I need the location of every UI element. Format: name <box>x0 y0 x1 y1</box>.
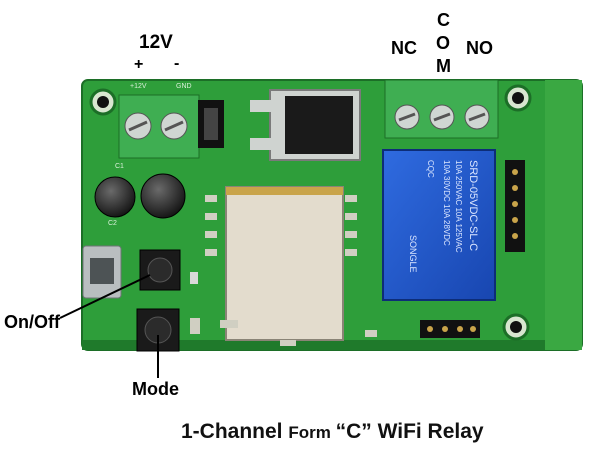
caption: 1-Channel Form “C” WiFi Relay <box>181 420 484 444</box>
header-pins-horizontal <box>420 320 480 338</box>
on-off-button <box>139 249 181 291</box>
no-label: NO <box>466 38 493 58</box>
supply-voltage-label: 12V <box>139 32 173 53</box>
relay-cqc: CQC <box>426 160 435 178</box>
capacitor-c1 <box>94 176 136 218</box>
power-terminal-block <box>118 94 200 159</box>
wifi-module <box>225 186 344 341</box>
relay-component: SRD-05VDC-SL-C 10A 250VAC 10A 125VAC 10A… <box>382 149 496 301</box>
relay-print-line3: 10A 30VDC 10A 28VDC <box>442 160 451 246</box>
caption-part-3: “C” <box>335 420 378 443</box>
relay-print-line1: SRD-05VDC-SL-C <box>467 160 479 251</box>
com-label-c: C <box>437 10 450 30</box>
minus-terminal-label: - <box>174 55 180 72</box>
nc-label: NC <box>391 38 417 58</box>
caption-part-1: 1-Channel <box>181 420 289 443</box>
mode-label: Mode <box>132 379 179 399</box>
com-label-o: O <box>436 33 451 53</box>
relay-area-stripe <box>545 80 582 350</box>
caption-part-2: Form <box>288 423 336 442</box>
com-label-m: M <box>436 56 451 76</box>
plus-terminal-label: + <box>134 56 144 73</box>
caption-part-4: WiFi Relay <box>377 420 484 443</box>
silk-c2: C2 <box>108 220 117 227</box>
header-pins-vertical <box>505 160 525 252</box>
silk-plus12v: +12V <box>130 83 147 90</box>
capacitor-c2 <box>140 173 186 219</box>
mounting-holes <box>89 84 532 341</box>
on-off-label: On/Off <box>4 312 60 332</box>
led-indicator <box>190 272 198 284</box>
silk-c1: C1 <box>115 163 124 170</box>
relay-output-terminal <box>384 79 499 139</box>
smd-components <box>190 195 377 346</box>
relay-brand: SONGLE <box>408 235 418 273</box>
voltage-regulator <box>250 89 361 161</box>
relay-print-line2: 10A 250VAC 10A 125VAC <box>454 160 463 253</box>
on-off-pointer-line <box>59 274 151 319</box>
pcb-shadow-edge <box>82 340 582 350</box>
silk-gnd: GND <box>176 83 192 90</box>
